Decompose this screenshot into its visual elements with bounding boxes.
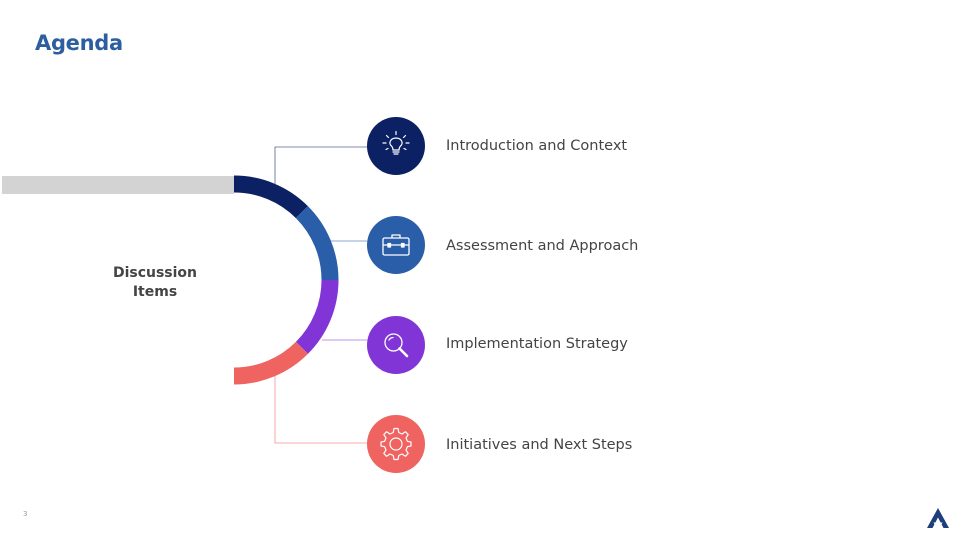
item-label-assessment: Assessment and Approach bbox=[446, 238, 639, 254]
arc-segment-2 bbox=[295, 206, 339, 281]
item-label-introduction: Introduction and Context bbox=[446, 138, 628, 154]
item-label-implementation: Implementation Strategy bbox=[446, 336, 628, 352]
center-label-line2: Items bbox=[132, 284, 178, 300]
center-label: Discussion Items bbox=[95, 264, 215, 302]
connector-line-4 bbox=[274, 368, 367, 444]
magnifier-icon bbox=[384, 333, 409, 358]
lightbulb-icon bbox=[382, 130, 410, 155]
briefcase-icon bbox=[382, 234, 410, 256]
arc-segment-3 bbox=[295, 279, 339, 354]
gear-icon bbox=[380, 427, 412, 461]
connector-line-1 bbox=[274, 146, 367, 196]
left-gray-bar bbox=[2, 176, 234, 194]
center-label-line1: Discussion bbox=[112, 265, 198, 281]
arc-segment-1 bbox=[233, 175, 308, 219]
page-number: 3 bbox=[23, 510, 28, 518]
item-circle-assessment bbox=[367, 216, 425, 274]
arc-segment-4 bbox=[233, 341, 308, 385]
page-title: Agenda bbox=[35, 31, 123, 55]
company-logo-icon bbox=[927, 508, 949, 528]
item-circle-implementation bbox=[367, 316, 425, 374]
item-circle-initiatives bbox=[367, 415, 425, 473]
item-label-initiatives: Initiatives and Next Steps bbox=[446, 437, 633, 453]
item-circle-introduction bbox=[367, 117, 425, 175]
